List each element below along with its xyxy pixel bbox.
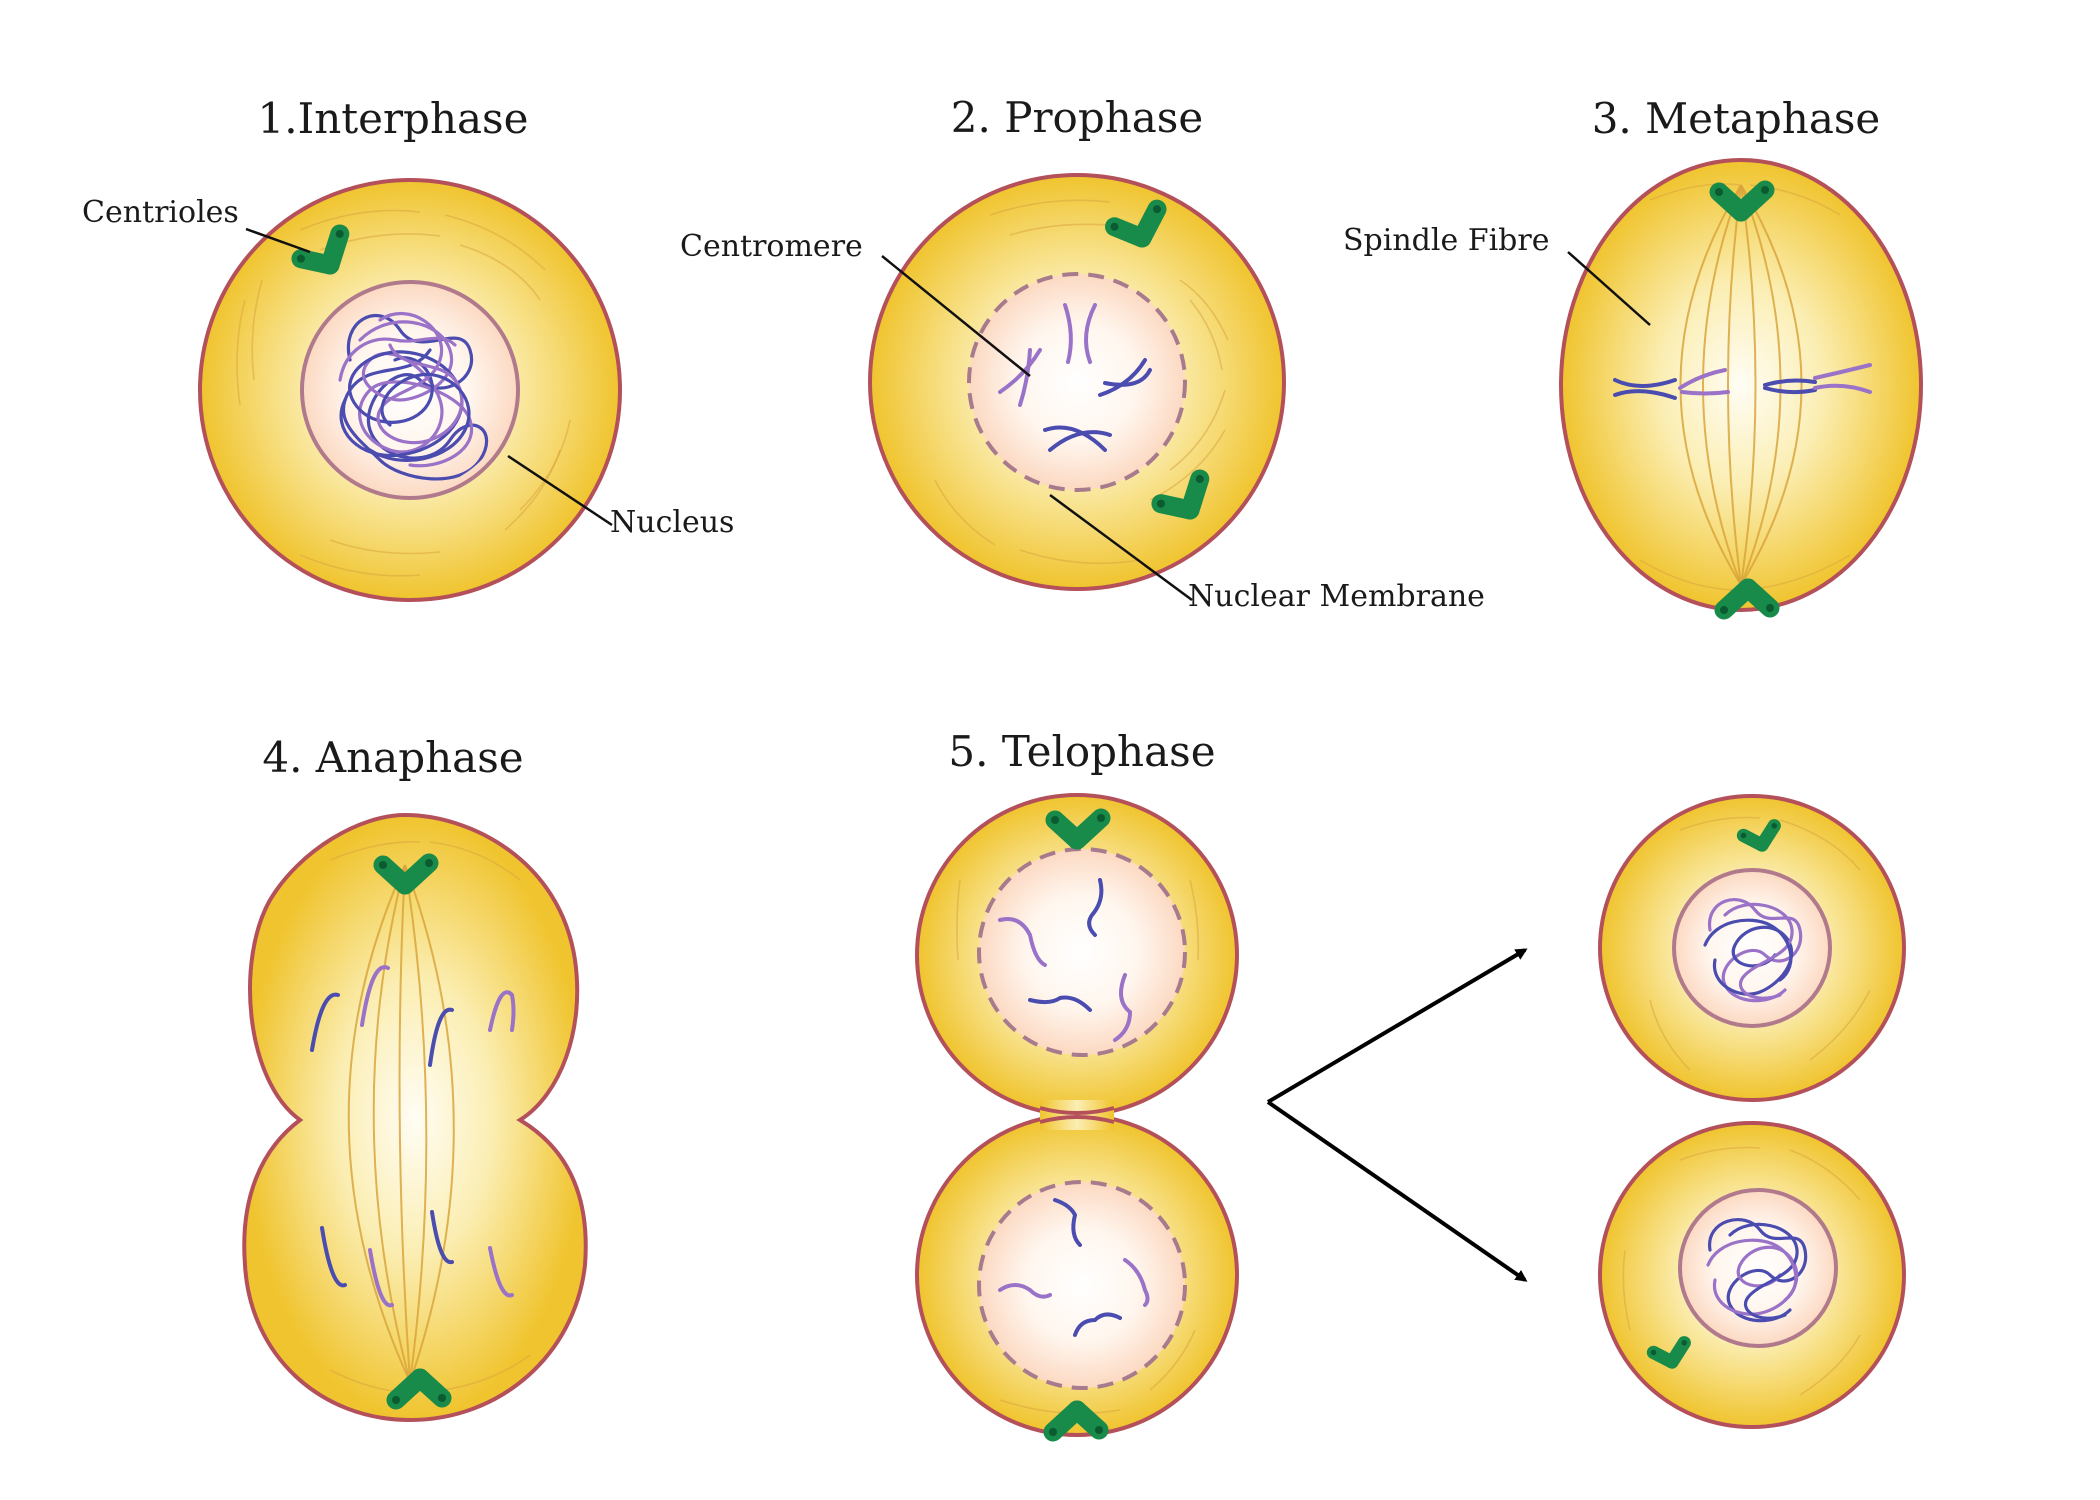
chromosome [368, 1248, 394, 1308]
nucleus-leader [507, 454, 613, 527]
prophase-chromosomes [998, 303, 1152, 452]
chromosome [1813, 363, 1872, 380]
chromatin-tangle [1706, 1218, 1808, 1323]
prophase-nuclear-membrane [967, 272, 1187, 492]
daughter-upper-nucleus [1672, 868, 1832, 1028]
chromosome [430, 1210, 454, 1265]
metaphase-chromosomes [1613, 363, 1872, 400]
interphase-panel: 1.Interphase Centrioles Nucleus [82, 94, 734, 602]
chromosome [1087, 878, 1104, 937]
cytoplasm-striations [1649, 816, 1871, 1071]
metaphase-cell [1559, 158, 1923, 612]
spindle-fibre-leader [1567, 251, 1651, 326]
daughter-cells [1598, 794, 1906, 1429]
nucleus-label: Nucleus [610, 505, 734, 540]
anaphase-title: 4. Anaphase [262, 733, 523, 782]
telophase-panel: 5. Telophase [915, 727, 1239, 1436]
chromosome [1763, 386, 1817, 395]
spindle-fibres [1679, 184, 1803, 586]
daughter-lower-nucleus [1678, 1188, 1838, 1348]
chromosome [998, 917, 1047, 967]
chromosome [1103, 368, 1152, 387]
telophase-lower-nuclear-membrane [977, 1180, 1187, 1390]
chromosome [1113, 973, 1133, 1042]
chromosome [1043, 425, 1107, 452]
cleavage-furrow-edge [1039, 1106, 1115, 1124]
chromosome [1613, 389, 1677, 400]
cytoplasm-striations [1622, 1146, 1861, 1396]
chromosome [310, 992, 340, 1052]
centromere-label: Centromere [680, 229, 863, 264]
metaphase-panel: 3. Metaphase Spindle Fibre [1343, 94, 1923, 614]
chromosome [1048, 430, 1112, 452]
anaphase-chromosomes [310, 965, 516, 1308]
centromere-leader [881, 255, 1031, 377]
chromosome [1053, 1198, 1082, 1247]
telophase-chromosomes [998, 878, 1150, 1337]
chromosome [360, 965, 390, 1027]
nuclear-membrane-leader [1049, 493, 1193, 602]
chromosome [1098, 358, 1147, 397]
anaphase-panel: 4. Anaphase [242, 733, 588, 1423]
prophase-title: 2. Prophase [951, 93, 1203, 142]
centrioles-leader [245, 227, 311, 254]
chromosome [1073, 1312, 1122, 1337]
telophase-title: 5. Telophase [948, 727, 1215, 776]
cytoplasm-striations [236, 209, 571, 577]
interphase-title: 1.Interphase [258, 94, 529, 143]
arrow-icon [1266, 1100, 1528, 1282]
chromosome [998, 348, 1042, 394]
chromosome [428, 1007, 454, 1067]
spindle-fibres [347, 864, 455, 1383]
chromosome [488, 1246, 514, 1298]
spindle-fibre-label: Spindle Fibre [1343, 223, 1549, 258]
chromosome [1813, 383, 1872, 394]
metaphase-title: 3. Metaphase [1592, 94, 1881, 143]
cytoplasm-striations [956, 879, 1200, 1415]
chromosome [1123, 1258, 1150, 1307]
chromosome [1063, 303, 1073, 364]
arrow-icon [1266, 948, 1528, 1104]
centrioles-label: Centrioles [82, 195, 239, 230]
chromosome [1763, 378, 1817, 387]
division-arrows [1266, 948, 1528, 1282]
chromosome [1028, 995, 1092, 1012]
anaphase-cell [242, 812, 588, 1423]
prophase-panel: 2. Prophase Centromere Nuclear Membrane [680, 93, 1485, 614]
chromosome [488, 990, 516, 1032]
chromosome [320, 1226, 347, 1288]
chromatin-tangle [338, 312, 489, 481]
chromosome [1680, 390, 1730, 396]
chromosome [998, 1283, 1052, 1299]
chromosome [1613, 378, 1677, 388]
chromatin-tangle [1703, 898, 1803, 1003]
telophase-upper-nuclear-membrane [977, 847, 1187, 1057]
chromosome [1084, 303, 1097, 364]
chromosome [1018, 348, 1032, 407]
nuclear-membrane-label: Nuclear Membrane [1188, 579, 1485, 614]
chromosome [1678, 368, 1727, 390]
